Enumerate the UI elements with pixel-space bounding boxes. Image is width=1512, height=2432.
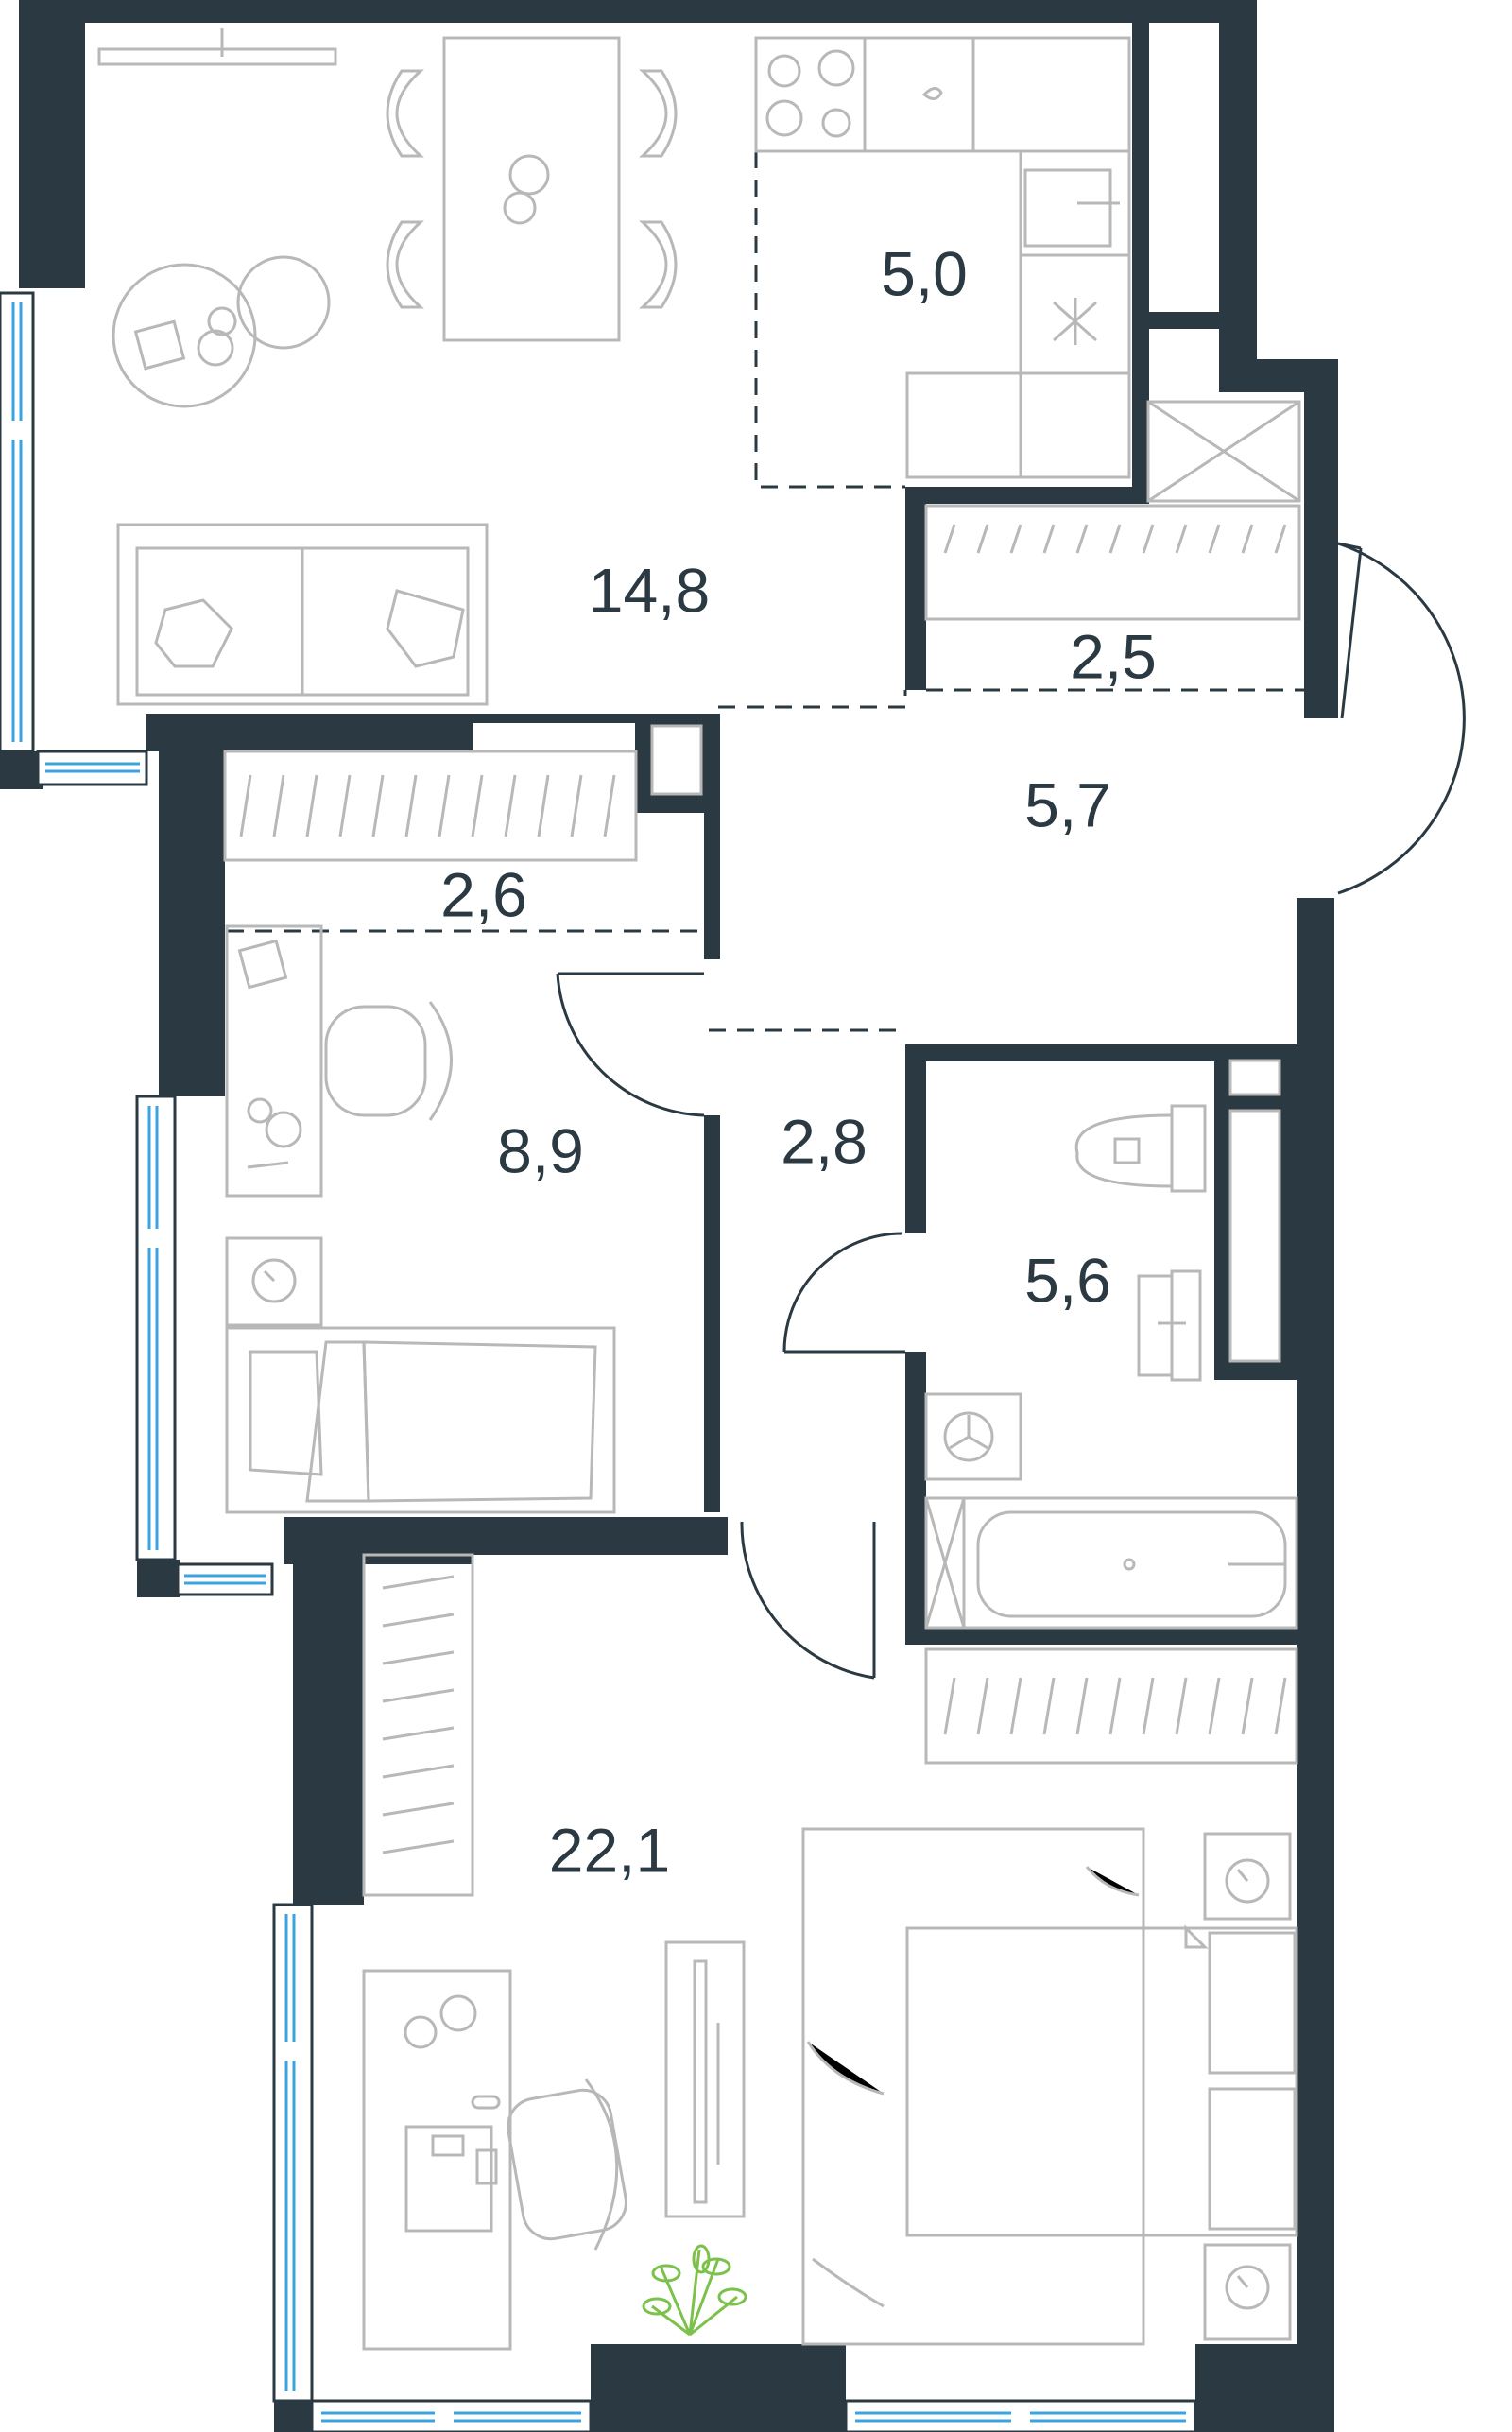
zone-dividers xyxy=(227,38,1304,1032)
room-area-bedroom-master: 22,1 xyxy=(549,1815,670,1885)
room-area-bathroom: 5,6 xyxy=(1024,1245,1111,1315)
windows xyxy=(0,291,1197,2432)
room-area-hall: 5,7 xyxy=(1024,769,1111,839)
bathroom-furniture xyxy=(924,1104,1298,1765)
room-area-wardrobe-hall: 2,5 xyxy=(1070,621,1157,691)
room-area-bedroom-small: 8,9 xyxy=(497,1115,584,1185)
small-bedroom-furniture xyxy=(223,750,638,1514)
kitchen-furniture xyxy=(754,36,1301,621)
room-area-corridor: 2,8 xyxy=(781,1106,868,1176)
walls xyxy=(0,0,1338,2432)
room-area-kitchen: 5,0 xyxy=(881,238,968,308)
plant-icon xyxy=(642,2244,747,2337)
living-furniture xyxy=(97,28,678,706)
room-area-living: 14,8 xyxy=(589,555,710,625)
room-area-wardrobe-small: 2,6 xyxy=(440,859,527,929)
doors xyxy=(556,542,1466,1680)
master-bedroom-furniture xyxy=(362,1553,1298,2351)
room-labels: 14,8 5,0 2,5 5,7 2,6 8,9 2,8 5,6 22,1 xyxy=(440,238,1157,1885)
